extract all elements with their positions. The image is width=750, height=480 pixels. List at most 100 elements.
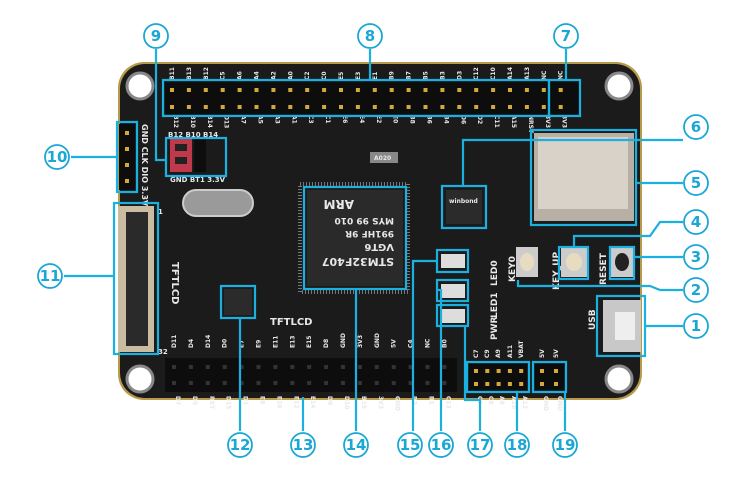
callout-number: 9 [151,27,161,45]
spi-flash [446,190,482,224]
key-up-label: KEY_UP [552,252,562,290]
callout-boot-jumpers [143,23,169,49]
swd-label: GND CLK DIO 3.3V [140,124,149,207]
callout-number: 4 [691,213,701,231]
pin-label: E8 [259,396,266,404]
pin-label: 5V [539,349,546,358]
pin-label: D7 [174,396,181,405]
callout-number: 5 [691,174,701,192]
header-pin [305,105,310,109]
header-pin [339,105,343,109]
pin-label: C2 [304,71,311,80]
callout-number: 2 [691,281,701,299]
header-pin [496,382,501,386]
pin-label: D14 [205,335,212,348]
pin-label: B10 [189,115,196,128]
pin-label: 5V [553,349,560,358]
tftlcd-header-title: TFTLCD [270,317,313,328]
pin-label: E6 [341,115,348,123]
callout-number: 14 [346,436,367,454]
header-pin [442,365,447,369]
pin-label: B5 [423,71,430,80]
header-pin [172,365,176,369]
pin-label: A12 [521,396,528,409]
header-pin [372,105,377,109]
header-pin [541,105,546,109]
header-pin [125,147,129,151]
header-pin [519,382,524,386]
mcu-line4: MYS 99 010 [334,215,394,225]
header-pin [425,365,430,369]
pin-label: A4 [254,71,261,80]
callout-swd-header [44,144,70,170]
boot-label-top: B12 B10 B14 [168,131,218,139]
callout-number: 13 [293,436,314,454]
callout-number: 18 [507,436,528,454]
pin-label: E13 [289,336,296,348]
pin-label: E5 [338,72,345,80]
header-pin [474,88,479,92]
header-pin [355,88,360,92]
fpc-pin1: 1 [158,208,163,216]
pin-label: B11 [169,67,176,80]
header-pin [355,105,360,109]
callout-number: 1 [691,317,701,335]
header-pin [288,88,293,92]
header-pin [125,163,129,167]
flash-text: winbond [449,198,478,205]
callout-key0-button [683,277,709,303]
pin-label: A14 [507,67,514,80]
header-pin [322,105,327,109]
pin-label: B9 [389,71,396,80]
pin-label: A9 [495,349,502,358]
pin-label: E2 [375,115,382,123]
header-pin [186,105,191,109]
header-pin [357,381,362,385]
pin-label: GND [556,396,563,411]
pin-label: A11 [507,345,514,358]
header-pin [474,369,478,373]
callout-eeprom-chip [227,432,253,458]
pin-label: NC [425,338,432,348]
pin-label: C3 [307,115,314,124]
header-pin [290,365,295,369]
header-pin [507,382,512,386]
pin-label: D9 [326,396,333,405]
callout-nc-pins [553,23,579,49]
pin-label: B13 [186,67,193,80]
usb-label: USB [588,309,598,330]
pin-label: E11 [272,336,279,348]
pin-label: D2 [476,115,483,124]
header-pin [290,381,295,385]
fpc-label: TFTLCD [169,262,180,305]
pin-label: E12 [292,396,299,408]
boot-jumpers[interactable] [170,139,192,172]
pin-label: A0 [287,71,294,80]
pin-label: A2 [270,71,277,80]
key0-label: KEY0 [508,256,518,282]
pin-label: E7 [239,340,246,348]
header-pin [256,365,261,369]
pin-label: E0 [392,115,399,123]
header-pin [372,88,377,92]
header-pin [222,381,227,385]
pin-label: B1 [428,396,435,405]
callout-stm32-mcu [343,432,369,458]
header-pin [406,105,411,109]
header-pin [341,365,345,369]
pin-label: C7 [473,349,480,358]
header-pin [554,382,558,386]
header-pin [408,381,413,385]
led0-label: LED0 [490,260,500,286]
header-pin [541,88,546,92]
pin-label: C13 [444,396,451,409]
pin-label: B4 [442,115,449,124]
callout-number: 15 [400,436,421,454]
callout-spi-flash [683,114,709,140]
pin-label: B0 [441,339,448,348]
header-pin [389,105,394,109]
led0 [441,254,465,268]
header-pin [170,105,174,109]
callout-number: 3 [691,248,701,266]
pin-label: GND [542,396,549,411]
